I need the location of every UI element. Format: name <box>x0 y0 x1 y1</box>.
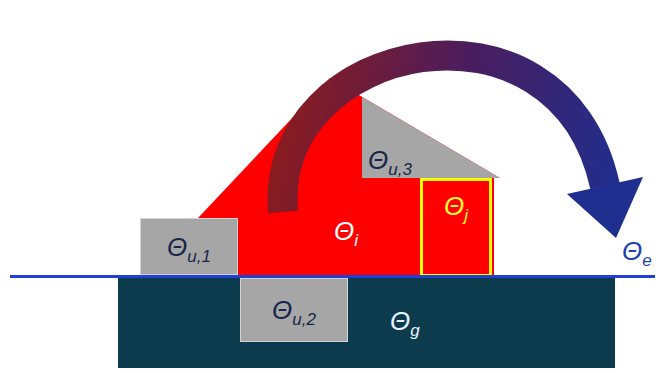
zone-temperature: Θj <box>444 193 468 219</box>
zone-temperature: Θi <box>334 218 358 244</box>
ground-line-left <box>10 275 120 278</box>
subscript: u,3 <box>388 160 412 179</box>
arrow-head <box>567 177 643 238</box>
subscript: g <box>410 321 419 340</box>
arrow-body <box>282 55 605 212</box>
unheated-space: Θu,1 <box>140 218 238 275</box>
adjacent-zone: Θj <box>420 178 492 277</box>
subscript: u,2 <box>292 310 316 329</box>
zone-temperature: Θu,1 <box>167 234 211 260</box>
zone-temperature: Θu,2 <box>272 297 316 323</box>
outline-shape <box>362 97 500 178</box>
exterior-temperature: Θe <box>622 238 652 264</box>
outline-shape <box>198 78 500 277</box>
unheated-space: Θu,2 <box>240 278 348 342</box>
zone-temperature: Θu,3 <box>368 147 412 173</box>
unheated-attic: Θu,3 <box>362 97 500 178</box>
zone-temperature: Θg <box>390 308 420 334</box>
subscript: j <box>464 206 468 225</box>
ground-block: Θg Θu,2 <box>118 275 615 368</box>
ground-line-right <box>613 275 655 278</box>
subscript: e <box>642 251 651 270</box>
subscript: u,1 <box>187 247 211 266</box>
heated-zone: Θi Θu,3Θj <box>198 78 500 277</box>
subscript: i <box>354 231 358 250</box>
